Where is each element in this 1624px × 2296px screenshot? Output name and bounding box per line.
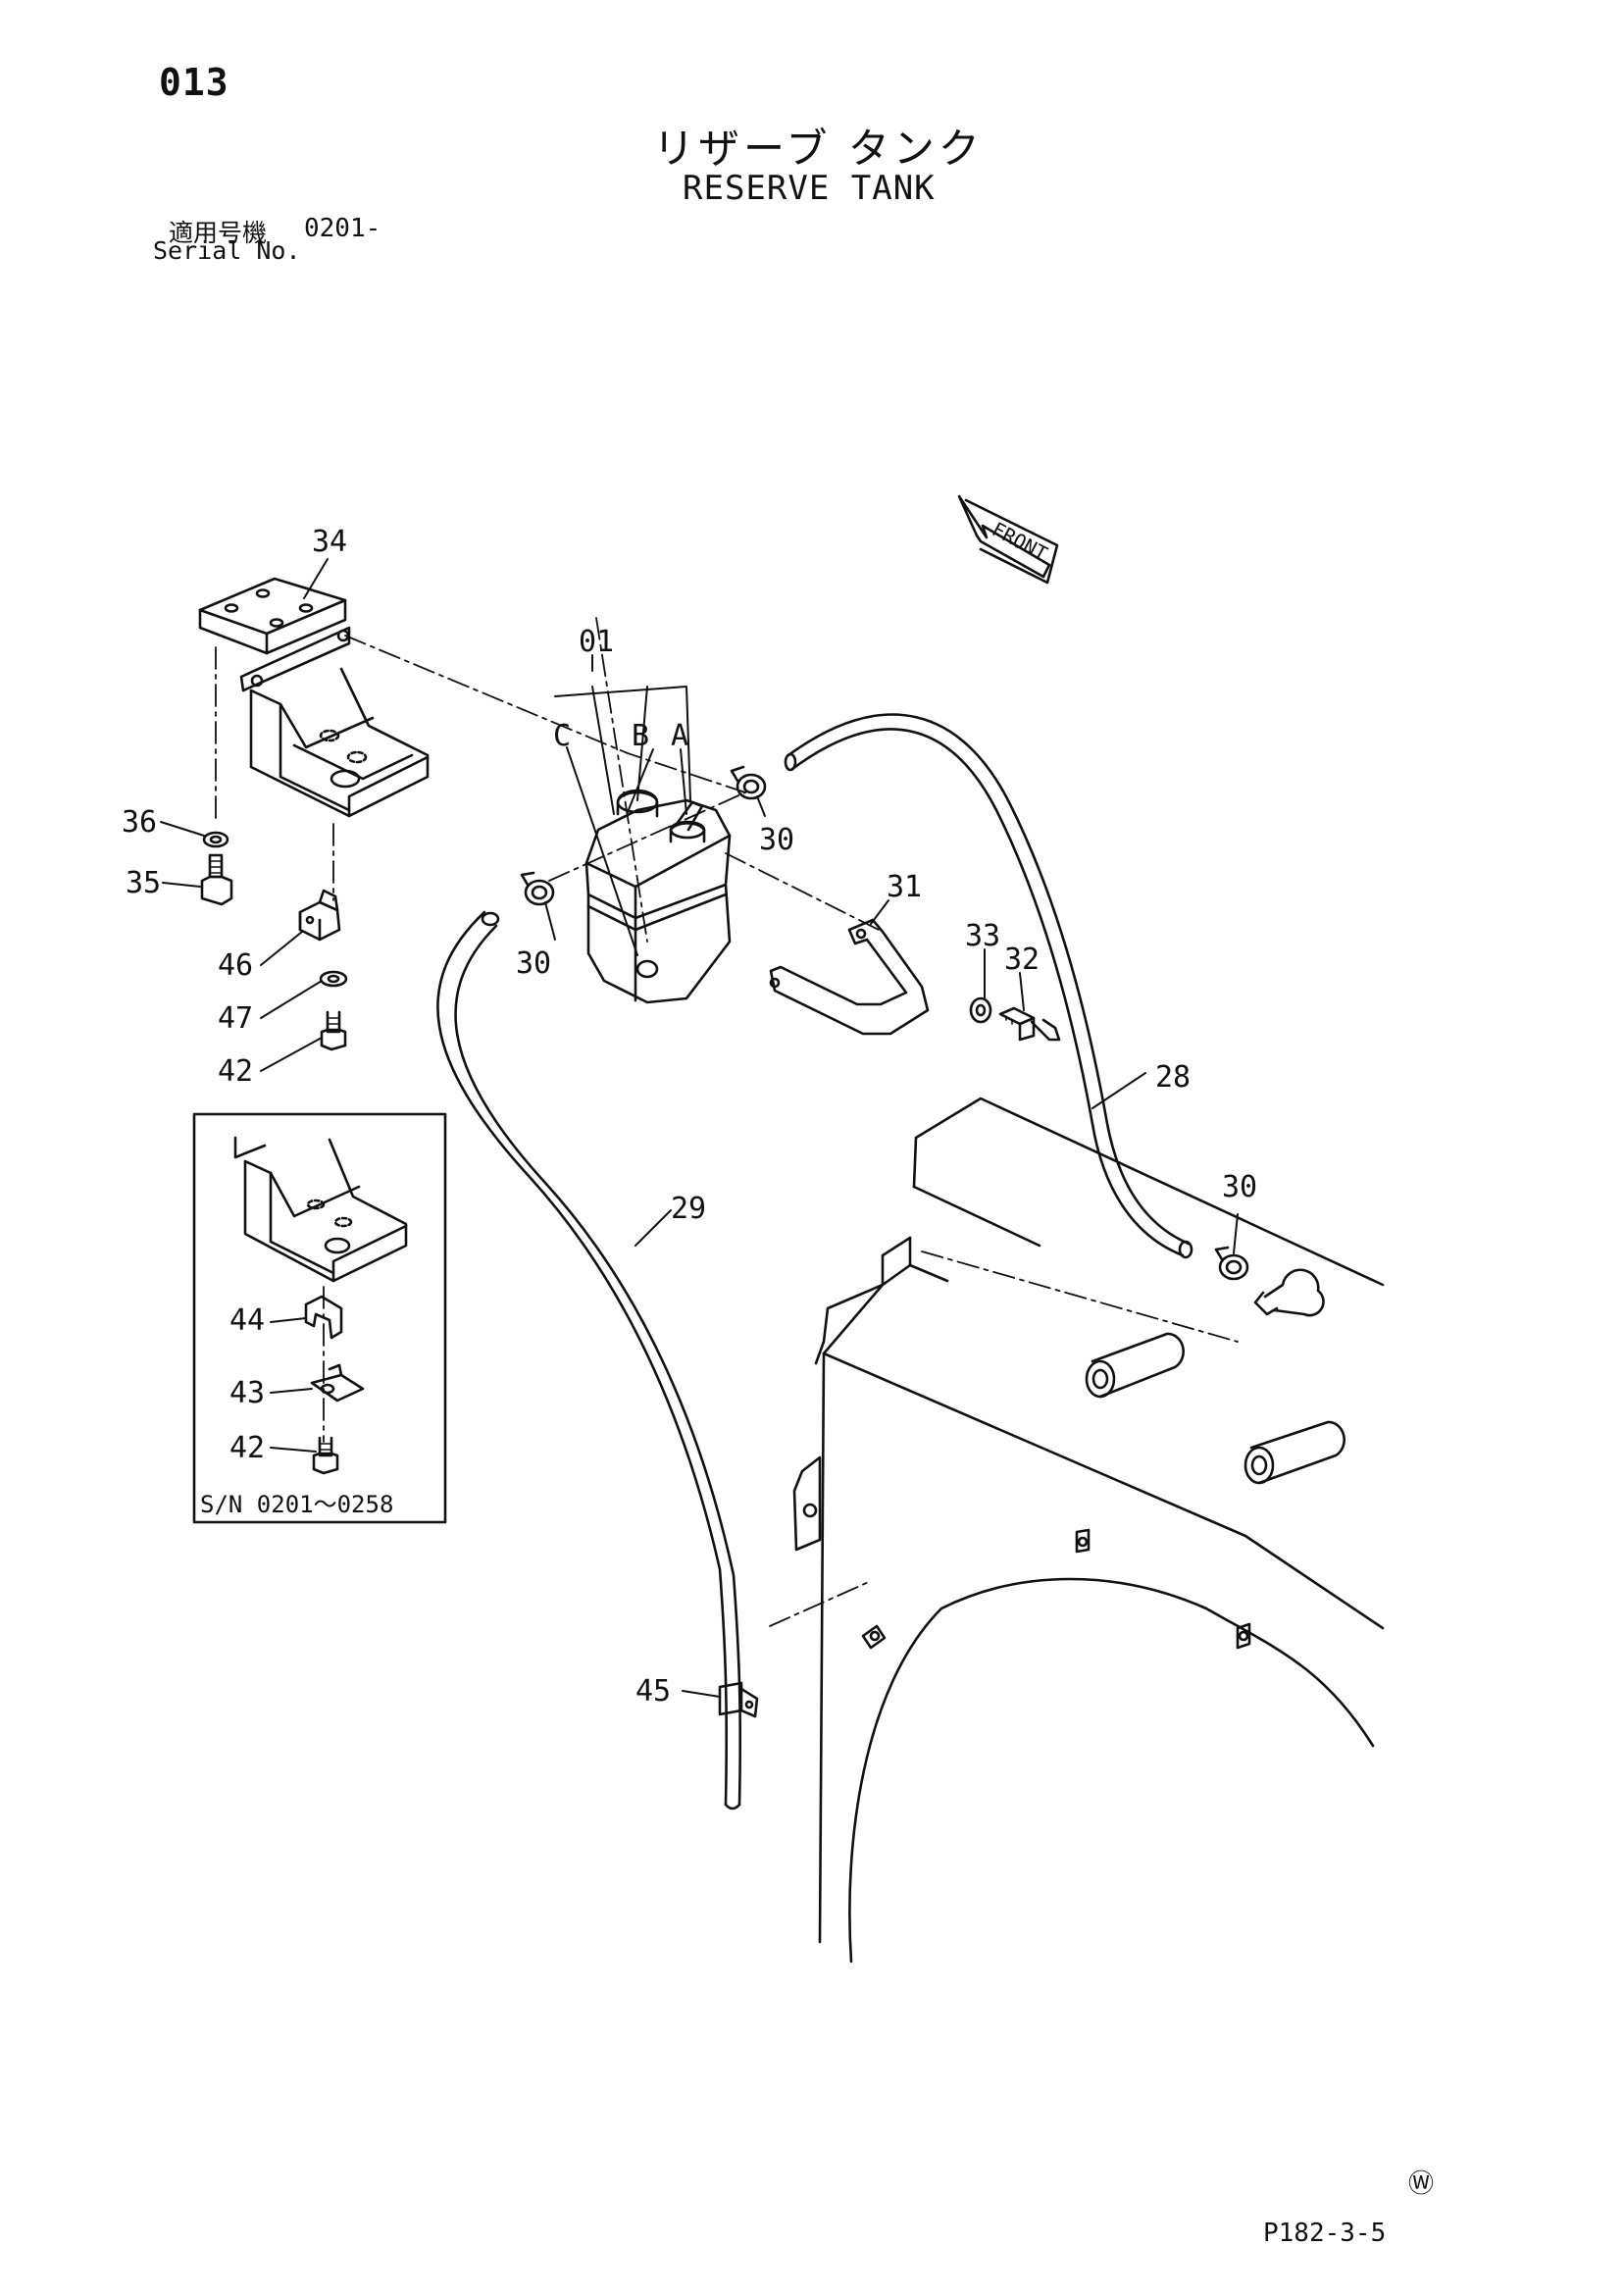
callout-30-right: 30 [1222, 1170, 1257, 1204]
clamp-30-right [1214, 1246, 1249, 1281]
serial-value: 0201- [304, 214, 381, 243]
callout-32: 32 [1004, 943, 1040, 977]
bolt-32 [998, 1006, 1061, 1042]
clip-46 [298, 889, 341, 942]
callout-29: 29 [671, 1192, 706, 1226]
callout-01: 01 [579, 625, 614, 659]
callout-33: 33 [965, 919, 1000, 953]
callout-b: B [632, 719, 649, 753]
callout-46: 46 [218, 948, 253, 983]
callout-45: 45 [635, 1674, 671, 1709]
hose-29 [436, 910, 742, 1811]
callout-42: 42 [218, 1054, 253, 1089]
washer-36 [202, 831, 229, 848]
w-mark: Ⓦ [1408, 2169, 1435, 2199]
hose-28 [784, 713, 1193, 1259]
callout-30-upper: 30 [759, 823, 794, 857]
callout-28: 28 [1155, 1060, 1191, 1095]
inset-frame [192, 1112, 447, 1524]
serial-label-japanese: 適用号機 [169, 219, 268, 247]
callout-47: 47 [218, 1001, 253, 1036]
bracket-34 [198, 577, 430, 818]
callout-44: 44 [229, 1303, 265, 1338]
washer-33 [969, 996, 992, 1024]
inset-label: S/N 0201～0258 [200, 1491, 393, 1518]
callout-30-left: 30 [516, 946, 551, 981]
inset-bracket [233, 1136, 408, 1283]
callout-c: C [553, 719, 571, 753]
clamp-30-upper [730, 765, 767, 800]
page-reference: P182-3-5 [1263, 2219, 1387, 2248]
callout-35: 35 [126, 866, 161, 900]
serial-label-english: Serial No. [153, 236, 301, 265]
strap-31 [769, 918, 930, 1036]
bolt-42-inset [312, 1436, 339, 1475]
page-number: 013 [159, 61, 229, 104]
washer-47 [319, 970, 348, 988]
bolt-35 [200, 853, 233, 906]
clip-44 [304, 1295, 343, 1340]
front-arrow-icon [957, 494, 1059, 585]
reserve-tank [584, 789, 732, 1004]
callout-a: A [671, 719, 688, 753]
title-japanese: リザーブ タンク [653, 125, 984, 173]
radiator-structure [792, 1097, 1385, 1964]
callout-43: 43 [229, 1376, 265, 1410]
callout-36: 36 [122, 805, 157, 840]
clamp-30-left [520, 871, 555, 906]
callout-34: 34 [312, 525, 347, 559]
callout-31: 31 [887, 870, 922, 904]
clip-43 [310, 1363, 365, 1403]
clamp-45 [718, 1681, 759, 1718]
callout-42-inset: 42 [229, 1431, 265, 1465]
title-english: RESERVE TANK [683, 169, 936, 208]
bolt-42 [320, 1010, 347, 1051]
